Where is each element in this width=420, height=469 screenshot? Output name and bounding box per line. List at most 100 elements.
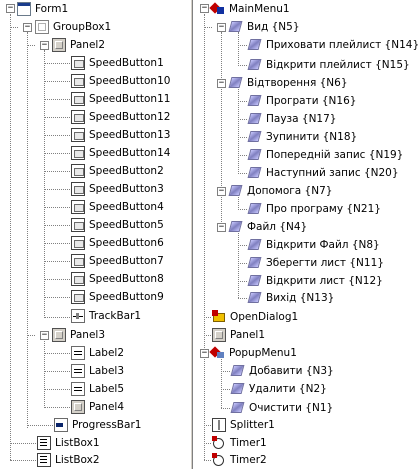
tree-node-menuitem[interactable]: Зберегти лист {N11} [248, 254, 385, 272]
node-label: SpeedButton5 [89, 219, 164, 231]
tree-node-menu-playback[interactable]: Відтворення {N6} [229, 74, 349, 92]
menuitem-icon [248, 58, 262, 72]
node-label: Очистити {N1} [249, 402, 334, 414]
node-label: SpeedButton10 [89, 75, 171, 87]
tree-line [238, 173, 247, 174]
tree-node-menuitem[interactable]: Вихід {N13} [248, 289, 335, 307]
tree-line [44, 389, 70, 390]
tree-node-timer1[interactable]: Timer1 [212, 434, 268, 452]
menuitem-icon [229, 184, 243, 198]
tree-line [238, 155, 247, 156]
tree-node-mainmenu1[interactable]: MainMenu1 [211, 0, 291, 18]
collapse-toggle[interactable]: − [23, 22, 32, 32]
tree-node-speedbutton[interactable]: SpeedButton3 [71, 180, 165, 198]
tree-node-menuitem[interactable]: Попередній запис {N19} [248, 146, 404, 164]
tree-node-panel1[interactable]: Panel1 [212, 326, 266, 344]
node-label: ProgressBar1 [72, 419, 142, 431]
tree-node-panel3[interactable]: Panel3 [52, 326, 106, 344]
tree-node-listbox2[interactable]: ListBox2 [37, 451, 101, 469]
tree-node-menuitem[interactable]: Програти {N16} [248, 92, 357, 110]
tree-node-speedbutton[interactable]: SpeedButton5 [71, 216, 165, 234]
node-label: Panel4 [89, 401, 125, 413]
collapse-toggle[interactable]: − [217, 222, 226, 232]
tree-node-menuitem[interactable]: Наступний запис {N20} [248, 164, 400, 182]
tree-node-form1[interactable]: Form1 [17, 0, 69, 18]
node-label: Зупинити {N18} [266, 131, 358, 143]
tree-node-speedbutton[interactable]: SpeedButton10 [71, 72, 171, 90]
speedbutton-icon [71, 128, 85, 142]
tree-node-popup-item[interactable]: Очистити {N1} [231, 399, 334, 417]
tree-line [238, 298, 247, 299]
object-tree-right[interactable]: − MainMenu1 − Вид {N5} Приховати плейлис… [194, 0, 419, 469]
tree-node-menuitem[interactable]: Відкрити лист {N12} [248, 272, 384, 290]
tree-node-popupmenu1[interactable]: PopupMenu1 [211, 344, 298, 362]
tree-node-progressbar1[interactable]: ProgressBar1 [54, 416, 142, 434]
tree-node-menu-file[interactable]: Файл {N4} [229, 218, 308, 236]
collapse-toggle[interactable]: − [6, 3, 15, 13]
node-label: Panel3 [70, 329, 106, 341]
tree-node-speedbutton[interactable]: SpeedButton13 [71, 126, 171, 144]
speedbutton-icon [71, 164, 85, 178]
tree-node-menuitem[interactable]: Зупинити {N18} [248, 128, 358, 146]
tree-node-speedbutton[interactable]: SpeedButton6 [71, 234, 165, 252]
tree-line [44, 117, 70, 118]
tree-node-menuitem[interactable]: Про програму {N21} [248, 200, 382, 218]
tree-line [238, 65, 247, 66]
tree-node-speedbutton[interactable]: SpeedButton9 [71, 288, 165, 306]
tree-line [221, 356, 222, 408]
tree-node-timer2[interactable]: Timer2 [212, 451, 268, 469]
tree-node-listbox1[interactable]: ListBox1 [37, 434, 101, 452]
collapse-toggle[interactable]: − [217, 78, 226, 88]
tree-node-panel2[interactable]: Panel2 [52, 36, 106, 54]
tree-node-speedbutton[interactable]: SpeedButton7 [71, 252, 165, 270]
node-label: Відтворення {N6} [247, 77, 348, 89]
node-label: Відкрити Файл {N8} [266, 239, 380, 251]
tree-node-opendialog1[interactable]: OpenDialog1 [212, 308, 299, 326]
tree-node-panel4[interactable]: Panel4 [71, 398, 125, 416]
tree-node-menuitem[interactable]: Пауза {N17} [248, 110, 337, 128]
collapse-toggle[interactable]: − [40, 40, 49, 50]
node-label: Файл {N4} [247, 221, 308, 233]
tree-node-popup-item[interactable]: Добавити {N3} [231, 362, 335, 380]
node-label: Form1 [35, 3, 69, 15]
collapse-toggle[interactable]: − [217, 186, 226, 196]
tree-node-splitter1[interactable]: Splitter1 [212, 416, 276, 434]
collapse-toggle[interactable]: − [217, 22, 226, 32]
tree-node-speedbutton[interactable]: SpeedButton4 [71, 198, 165, 216]
collapse-toggle[interactable]: − [40, 330, 49, 340]
collapse-toggle[interactable]: − [200, 348, 209, 358]
menuitem-icon [248, 256, 262, 270]
tree-node-groupbox1[interactable]: GroupBox1 [35, 18, 112, 36]
collapse-toggle[interactable]: − [200, 3, 209, 13]
tree-node-menuitem[interactable]: Приховати плейлист {N14} [248, 36, 420, 54]
tree-node-menuitem[interactable]: Відкрити плейлист {N15} [248, 56, 411, 74]
node-label: SpeedButton14 [89, 147, 171, 159]
object-tree-left[interactable]: − Form1 − GroupBox1 − Panel2 SpeedButton… [0, 0, 190, 469]
tree-line [238, 137, 247, 138]
tree-node-label[interactable]: Label3 [71, 362, 125, 380]
tree-line [44, 279, 70, 280]
tree-line [221, 408, 230, 409]
tree-line [204, 14, 205, 460]
menuitem-icon [248, 202, 262, 216]
tree-node-speedbutton[interactable]: SpeedButton12 [71, 108, 171, 126]
tree-node-menu-view[interactable]: Вид {N5} [229, 18, 301, 36]
tree-line [204, 425, 211, 426]
tree-node-trackbar1[interactable]: TrackBar1 [71, 307, 142, 325]
menuitem-icon [229, 20, 243, 34]
tree-node-speedbutton[interactable]: SpeedButton8 [71, 270, 165, 288]
tree-node-label[interactable]: Label2 [71, 344, 125, 362]
node-label: SpeedButton13 [89, 129, 171, 141]
tree-node-label[interactable]: Label5 [71, 380, 125, 398]
tree-node-speedbutton[interactable]: SpeedButton1 [71, 54, 165, 72]
tree-node-popup-item[interactable]: Удалити {N2} [231, 380, 328, 398]
label-icon [71, 382, 85, 396]
tree-node-speedbutton[interactable]: SpeedButton14 [71, 144, 171, 162]
mainmenu-icon [211, 2, 225, 16]
pane-splitter[interactable] [190, 0, 193, 469]
node-label: Допомога {N7} [247, 185, 333, 197]
tree-node-menu-help[interactable]: Допомога {N7} [229, 182, 333, 200]
tree-node-menuitem[interactable]: Відкрити Файл {N8} [248, 236, 381, 254]
tree-node-speedbutton[interactable]: SpeedButton11 [71, 90, 171, 108]
tree-node-speedbutton[interactable]: SpeedButton2 [71, 162, 165, 180]
